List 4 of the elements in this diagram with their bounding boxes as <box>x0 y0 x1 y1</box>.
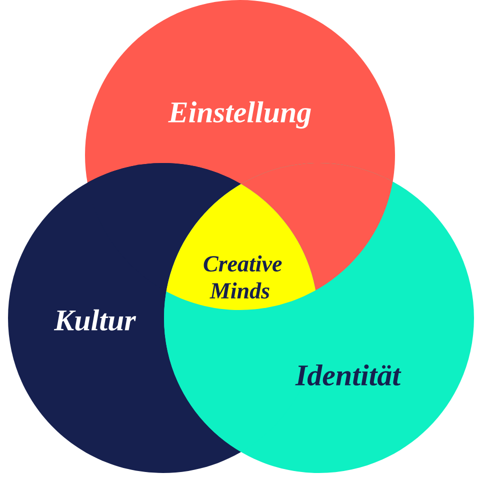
region-label: Kultur <box>54 309 136 331</box>
region-label: Einstellung <box>168 101 311 129</box>
region-label: Identität <box>295 364 402 386</box>
region-label: Creative Minds <box>204 255 282 299</box>
